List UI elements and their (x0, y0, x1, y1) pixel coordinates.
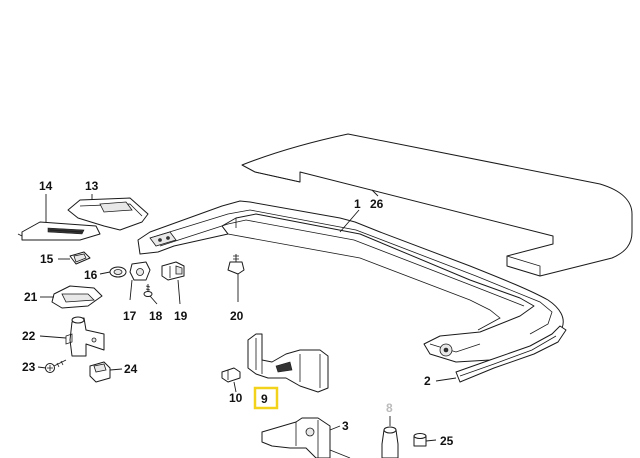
label-21[interactable]: 21 (24, 290, 38, 304)
part-9-highlight-box (253, 386, 279, 410)
label-1[interactable]: 1 (354, 197, 361, 211)
part-21-handle-block[interactable] (51, 285, 103, 309)
label-24[interactable]: 24 (124, 362, 138, 376)
label-23[interactable]: 23 (22, 360, 36, 374)
label-13[interactable]: 13 (85, 179, 99, 193)
label-9[interactable]: 9 (261, 392, 268, 406)
label-15[interactable]: 15 (40, 252, 54, 266)
label-2[interactable]: 2 (424, 374, 431, 388)
part-20-bolt[interactable] (227, 254, 245, 275)
part-19-clip[interactable] (161, 261, 185, 281)
part-8-plunger[interactable] (381, 416, 399, 458)
part-24-bracket[interactable] (89, 361, 111, 383)
part-13-cover[interactable] (67, 197, 149, 231)
label-20[interactable]: 20 (230, 309, 244, 323)
part-18-screw[interactable] (143, 284, 153, 297)
part-9-mounting-plate[interactable] (247, 333, 329, 393)
label-16[interactable]: 16 (84, 268, 98, 282)
part-10-pin[interactable] (221, 367, 241, 383)
leader-lines (37, 189, 457, 442)
part-1-roof-frame[interactable] (137, 200, 564, 363)
part-labels: 14 13 15 16 17 18 19 20 21 22 23 24 10 9… (22, 179, 454, 448)
part-26-roof-panel[interactable] (241, 133, 633, 277)
part-14-plate[interactable] (17, 221, 101, 241)
part-23-screw[interactable] (45, 359, 67, 373)
part-3-lock-mechanism[interactable] (261, 417, 351, 458)
part-17-bracket[interactable] (129, 261, 151, 281)
part-15-clip[interactable] (69, 251, 91, 265)
label-14[interactable]: 14 (39, 179, 53, 193)
label-22[interactable]: 22 (22, 329, 36, 343)
part-2-seal-strip[interactable] (455, 325, 567, 383)
part-22-hinge[interactable] (65, 316, 105, 357)
label-25[interactable]: 25 (440, 434, 454, 448)
label-18[interactable]: 18 (149, 309, 163, 323)
label-3[interactable]: 3 (342, 419, 349, 433)
label-17[interactable]: 17 (123, 309, 137, 323)
label-10[interactable]: 10 (229, 391, 243, 405)
label-19[interactable]: 19 (174, 309, 188, 323)
label-8[interactable]: 8 (386, 401, 393, 415)
part-25-cap[interactable] (413, 433, 427, 447)
part-16-grommet[interactable] (109, 266, 127, 278)
label-26[interactable]: 26 (370, 197, 384, 211)
